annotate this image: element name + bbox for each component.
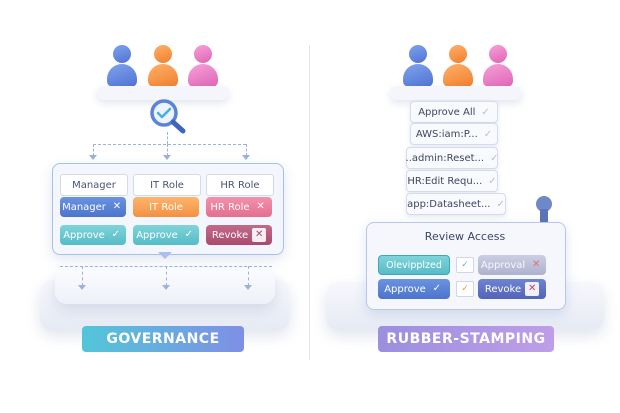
cross-icon: ✕ (525, 282, 540, 296)
governance-badge: GOVERNANCE (82, 326, 244, 352)
user-icon-blue (403, 45, 433, 87)
revoke-button-hr-role[interactable]: Revoke✕ (206, 225, 272, 245)
panel-pointer (158, 252, 172, 259)
role-chip-manager[interactable]: Manager✕ (60, 197, 126, 217)
connector (246, 144, 247, 156)
check-icon: ✓ (481, 106, 490, 118)
check-box-icon[interactable]: ✓ (456, 257, 474, 273)
role-chip-it-role[interactable]: IT Role (133, 197, 199, 217)
user-icon-blue (107, 45, 137, 87)
stack-item[interactable]: ..admin:Reset...✓ (406, 147, 498, 169)
column-header-hr-role: HR Role (206, 174, 274, 196)
center-divider (309, 45, 310, 360)
arrow-down-icon (242, 155, 250, 160)
stack-item[interactable]: HR:Edit Requ...✓ (406, 170, 498, 192)
check-icon: ✓ (184, 229, 193, 240)
arrow-down-icon (163, 155, 171, 160)
arrow-down-icon (89, 155, 97, 160)
stack-item[interactable]: AWS:iam:P...✓ (410, 123, 498, 145)
role-chip-hr-role[interactable]: HR Role✕ (206, 197, 272, 217)
revoke-button[interactable]: Revoke✕ (478, 279, 546, 299)
user-icon-pink (188, 45, 218, 87)
cross-icon: ✕ (531, 259, 541, 270)
connector (93, 144, 94, 156)
stack-item[interactable]: app:Datasheet...✓ (406, 193, 506, 215)
status-chip-optimized[interactable]: Olevipplzed (378, 255, 450, 275)
arrow-down-icon (78, 285, 86, 290)
connector (248, 266, 249, 286)
users-shelf (390, 86, 522, 100)
approve-button[interactable]: Approve✓ (378, 279, 450, 299)
connector (166, 266, 167, 286)
column-header-manager: Manager (60, 174, 128, 196)
cross-icon: ✕ (256, 201, 265, 212)
connector (82, 266, 83, 286)
approval-button[interactable]: Approval✕ (478, 255, 546, 275)
user-icon-orange (443, 45, 473, 87)
user-icon-orange (148, 45, 178, 87)
arrow-down-icon (244, 285, 252, 290)
approve-button-manager[interactable]: Approve✓ (60, 225, 126, 245)
approve-button-it-role[interactable]: Approve✓ (133, 225, 199, 245)
users-shelf (97, 86, 229, 100)
magnifier-check-icon (150, 99, 186, 134)
check-icon: ✓ (432, 283, 441, 294)
column-header-it-role: IT Role (133, 174, 201, 196)
arrow-down-icon (162, 285, 170, 290)
check-icon: ✓ (490, 152, 499, 164)
rubber-stamping-badge: RUBBER-STAMPING (378, 326, 554, 352)
check-icon: ✓ (496, 198, 505, 210)
check-icon: ✓ (483, 128, 493, 140)
cross-icon: ✕ (112, 201, 122, 212)
check-icon: ✓ (488, 175, 497, 187)
check-box-icon[interactable]: ✓ (456, 281, 474, 297)
connector (167, 144, 168, 156)
check-icon: ✓ (111, 229, 120, 240)
review-access-title: Review Access (424, 230, 506, 243)
user-icon-pink (483, 45, 513, 87)
stack-item[interactable]: Approve All✓ (410, 101, 498, 123)
connector (167, 132, 168, 144)
cross-icon: ✕ (252, 228, 267, 242)
connector (93, 144, 246, 145)
